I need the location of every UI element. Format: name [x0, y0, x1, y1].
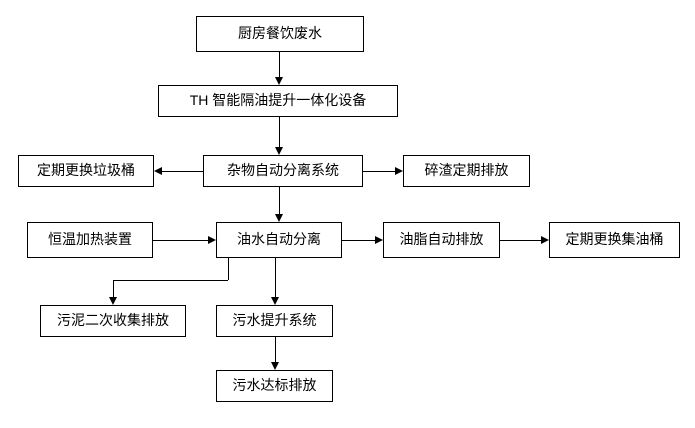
- edge-n7-n6-arrow: [208, 236, 216, 244]
- edge-n6-n10-seg-v1: [228, 258, 229, 280]
- edge-n6-n11-line: [275, 258, 276, 297]
- edge-n7-n6-line: [153, 240, 208, 241]
- node-sludge-secondary-collection[interactable]: 污泥二次收集排放: [40, 305, 186, 337]
- edge-n6-n8-arrow: [375, 236, 383, 244]
- node-replace-oil-bucket[interactable]: 定期更换集油桶: [549, 222, 680, 258]
- edge-n3-n4-arrow: [154, 167, 162, 175]
- edge-n11-n12-line: [275, 337, 276, 362]
- node-kitchen-wastewater[interactable]: 厨房餐饮废水: [196, 16, 364, 52]
- edge-n3-n4-line: [162, 171, 203, 172]
- edge-n6-n8-line: [342, 240, 375, 241]
- edge-n8-n9-line: [500, 240, 541, 241]
- edge-n6-n10-arrow: [109, 297, 117, 305]
- edge-n2-n3-line: [279, 117, 280, 147]
- edge-n1-n2-line: [279, 52, 280, 77]
- edge-n11-n12-arrow: [271, 362, 279, 370]
- node-sewage-compliant-discharge[interactable]: 污水达标排放: [216, 370, 333, 402]
- node-th-integrated-equipment[interactable]: TH 智能隔油提升一体化设备: [158, 85, 398, 117]
- edge-n2-n3-arrow: [275, 147, 283, 155]
- edge-n3-n5-line: [363, 171, 395, 172]
- node-constant-temp-heating[interactable]: 恒温加热装置: [27, 222, 153, 258]
- edge-n3-n5-arrow: [395, 167, 403, 175]
- node-oil-water-auto-separation[interactable]: 油水自动分离: [216, 222, 342, 258]
- edge-n6-n11-arrow: [271, 297, 279, 305]
- edge-n8-n9-arrow: [541, 236, 549, 244]
- node-debris-auto-separation[interactable]: 杂物自动分离系统: [203, 155, 363, 187]
- node-sewage-lift-system[interactable]: 污水提升系统: [216, 305, 333, 337]
- edge-n3-n6-line: [279, 187, 280, 214]
- node-grease-auto-discharge[interactable]: 油脂自动排放: [383, 222, 500, 258]
- edge-n6-n10-seg-h: [113, 280, 228, 281]
- edge-n3-n6-arrow: [275, 214, 283, 222]
- edge-n6-n10-seg-v2: [113, 280, 114, 297]
- edge-n1-n2-arrow: [275, 77, 283, 85]
- node-debris-scheduled-discharge[interactable]: 碎渣定期排放: [403, 155, 530, 187]
- node-replace-trash-bin[interactable]: 定期更换垃圾桶: [18, 155, 154, 187]
